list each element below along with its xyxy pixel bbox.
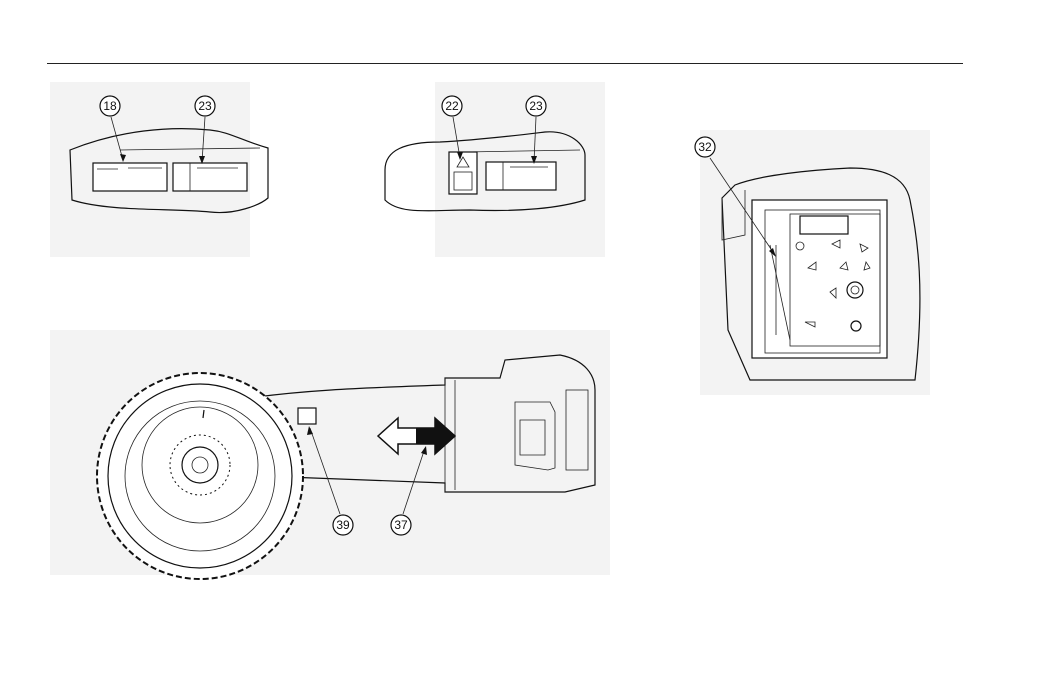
callout-label-39: 39 <box>336 518 350 532</box>
callout-label-23-a: 23 <box>198 99 212 113</box>
panel-tire-boom: 39 37 <box>50 330 610 579</box>
callout-label-32: 32 <box>698 140 712 154</box>
control-dial <box>847 282 863 298</box>
callout-label-22: 22 <box>445 99 459 113</box>
callout-label-37: 37 <box>394 518 408 532</box>
wheel-hub <box>182 447 218 483</box>
callout-label-23-b: 23 <box>529 99 543 113</box>
decal-23-b <box>486 162 556 190</box>
panel-decal-closeup-right: 22 23 <box>385 82 605 257</box>
callout-label-18: 18 <box>103 99 117 113</box>
display-window <box>800 216 848 234</box>
decal-22 <box>449 152 477 194</box>
decal-39 <box>298 408 316 424</box>
panel-control-box: 32 <box>695 130 930 395</box>
panel-decal-closeup-left: 18 23 <box>50 82 268 257</box>
decal-23-a <box>173 163 247 191</box>
decal-18 <box>93 163 167 191</box>
key-switch <box>851 321 861 331</box>
